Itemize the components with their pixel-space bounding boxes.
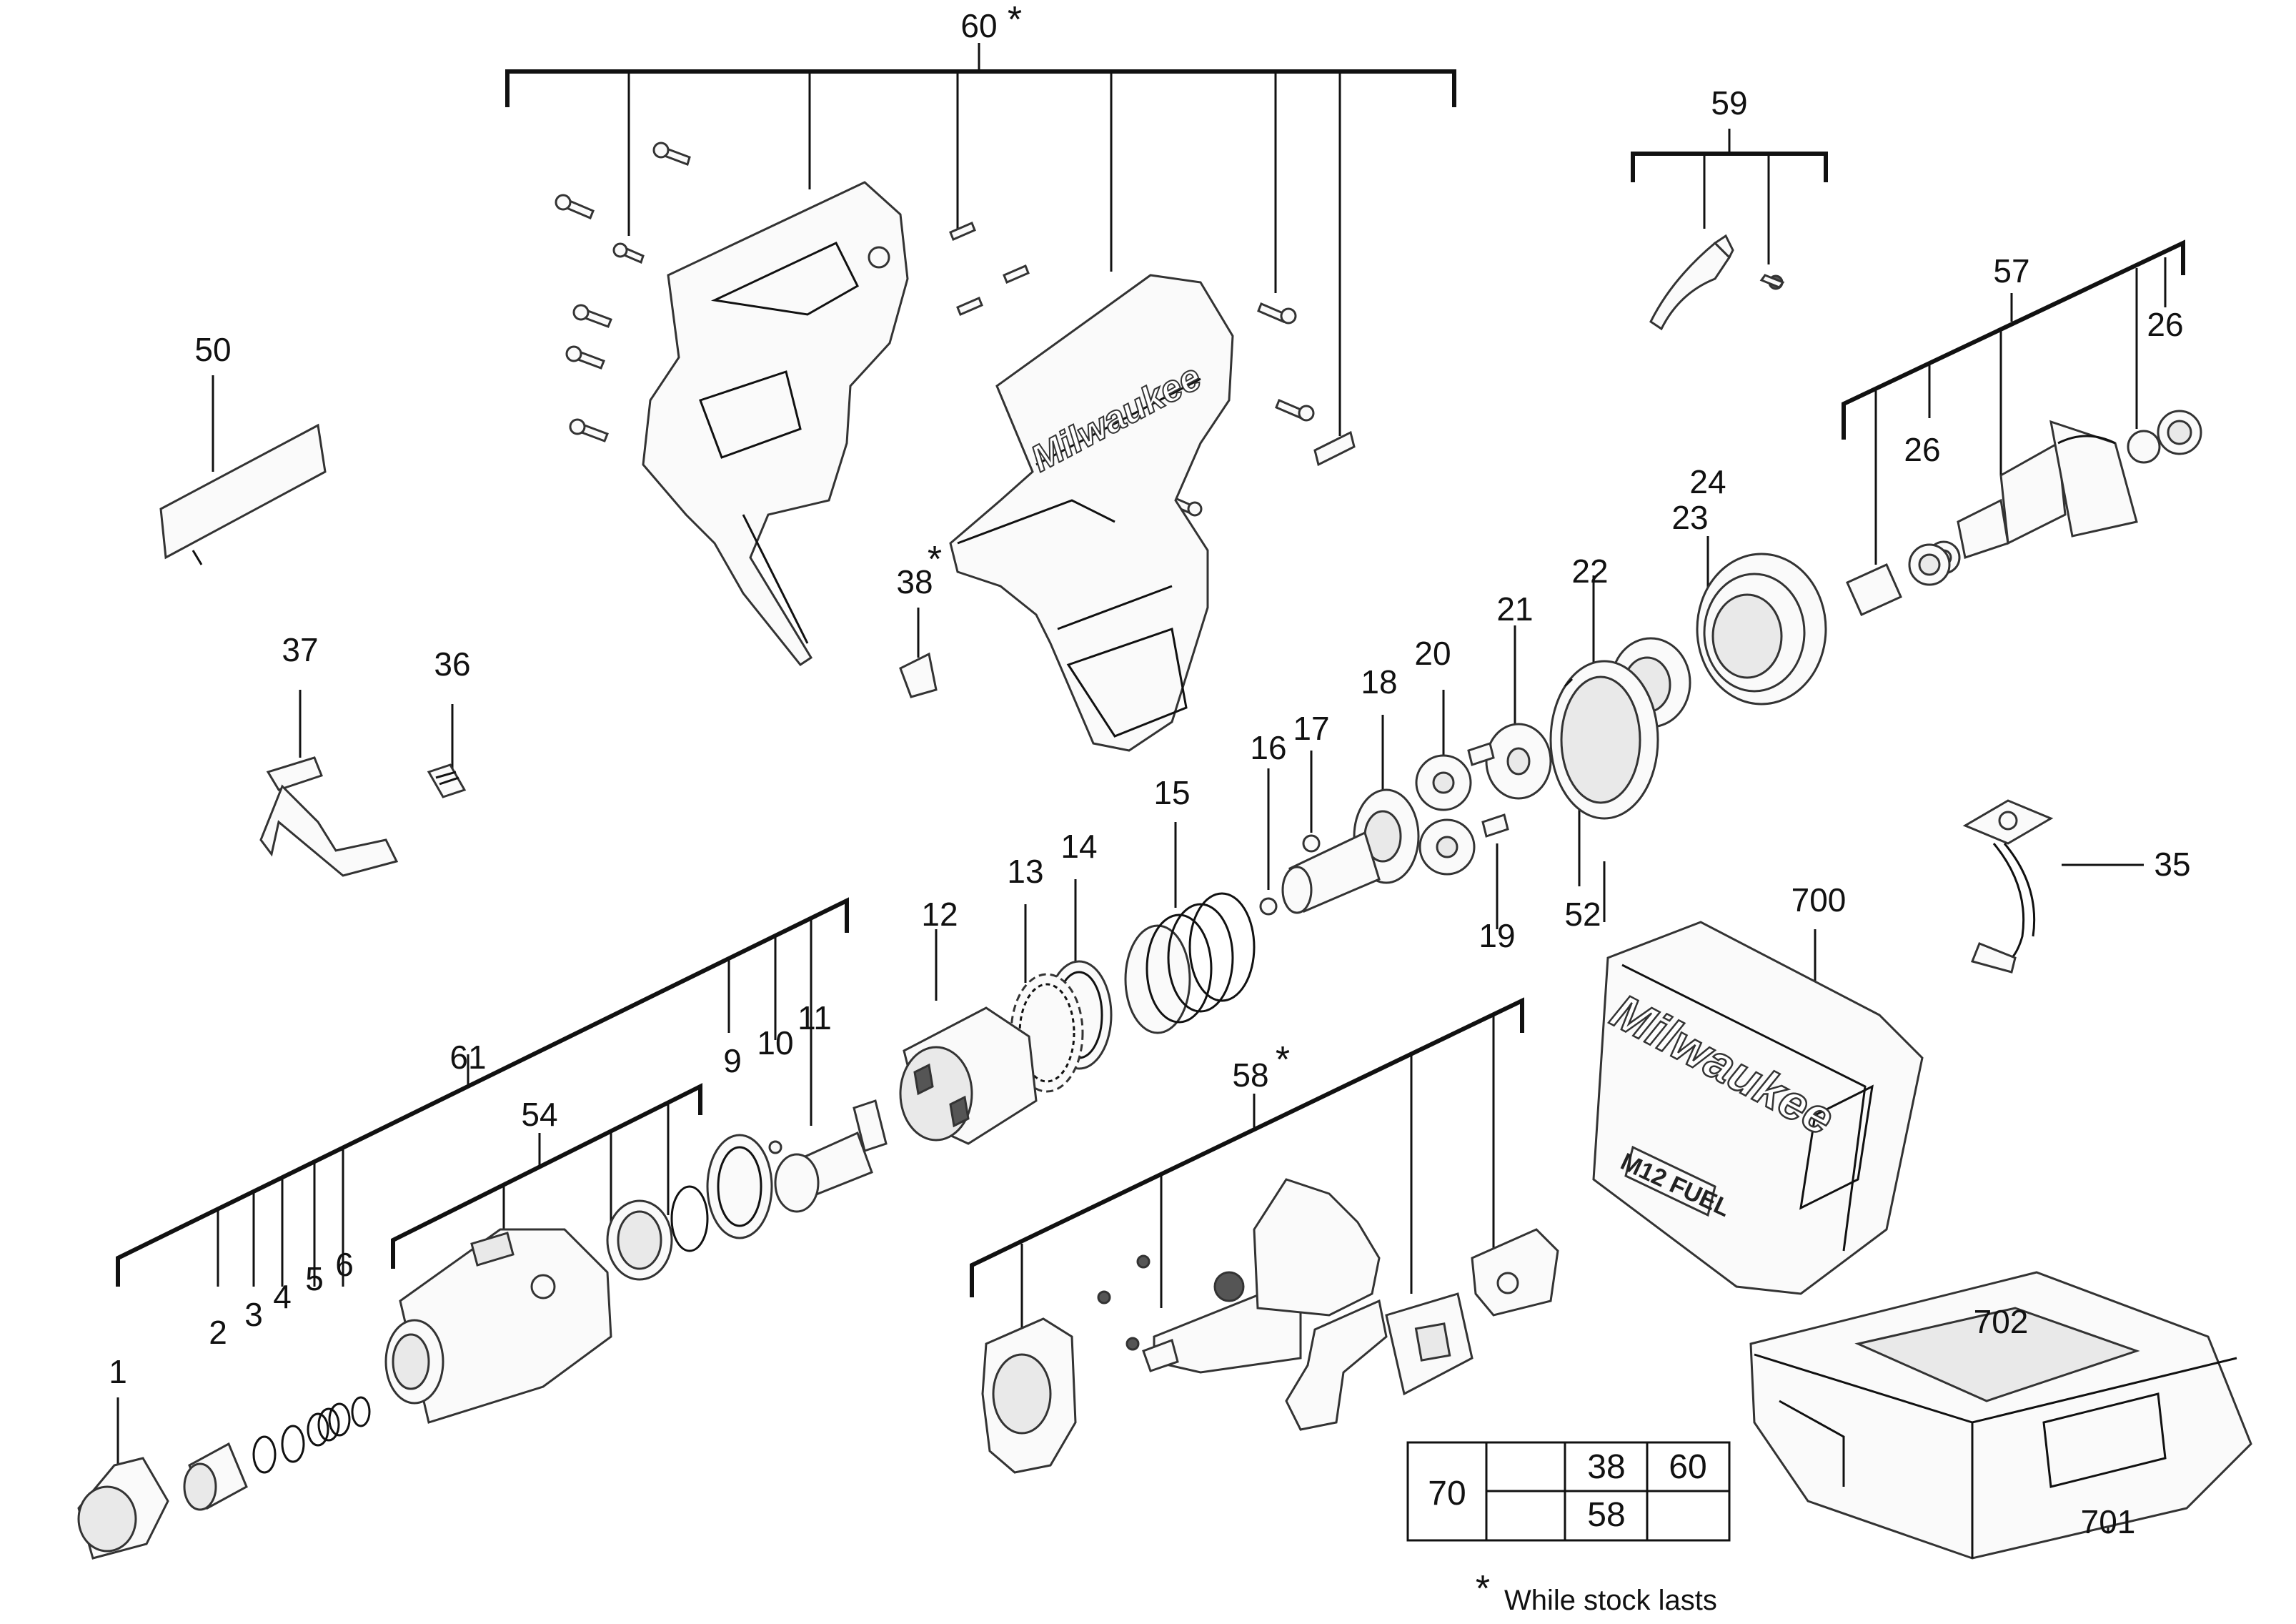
label-24: 24 [1689,463,1726,500]
anvil-11 [774,1099,888,1213]
direction-switch-37 [259,756,399,877]
label-14: 14 [1060,828,1097,865]
label-11: 11 [797,999,832,1036]
ring-4 [281,1425,305,1463]
label-17: 17 [1293,710,1329,747]
housing-left-half [642,181,909,667]
ball-17 [1302,834,1321,853]
armature-57 [1846,410,2202,616]
label-701: 701 [2081,1503,2136,1540]
label-4: 4 [273,1278,292,1315]
kit-cell-58: 58 [1587,1496,1625,1534]
label-61: 61 [449,1039,486,1076]
label-59: 59 [1711,84,1747,122]
footnote: * While stock lasts [1476,1568,1717,1616]
label-12: 12 [921,896,958,933]
label-22: 22 [1571,553,1608,590]
flex-cable-35 [1962,799,2054,974]
ball-16 [1259,897,1278,916]
label-card-50 [159,423,327,560]
label-702: 702 [1974,1303,2029,1340]
label-36: 36 [434,645,470,683]
kit-main: 70 [1428,1475,1466,1512]
label-10: 10 [757,1024,793,1061]
washer-21 [1485,723,1552,800]
bracket-58 [970,997,1524,1380]
switch-36 [427,763,467,798]
label-700: 700 [1791,881,1847,919]
sleeve-2 [183,1442,248,1511]
kit-table-text: 70 38 60 58 [1428,1448,1706,1534]
gear-case-54 [384,1228,612,1424]
label-15: 15 [1153,774,1190,811]
label-23: 23 [1671,499,1708,536]
electronics-58 [981,1178,1559,1474]
kit-table [1406,1441,1731,1542]
label-20: 20 [1414,635,1451,672]
bracket-57 [1842,239,2185,565]
bracket-61 [116,897,849,1287]
label-26b: 26 [1904,431,1940,468]
label-54: 54 [521,1096,557,1133]
spring-15 [1124,892,1256,1034]
label-16: 16 [1250,729,1286,766]
label-18: 18 [1361,663,1397,700]
bracket-60 [505,43,1456,436]
label-19: 19 [1479,917,1515,954]
label-21: 21 [1496,590,1533,628]
label-38 [899,652,938,698]
ball-10 [768,1140,782,1154]
label-38: 38 [896,563,933,600]
label-5: 5 [305,1260,324,1297]
label-13: 13 [1007,853,1043,890]
kit-cell-60: 60 [1669,1448,1706,1486]
label-37: 37 [282,631,318,668]
footnote-star: * [1476,1568,1490,1610]
leader-lines [116,375,2144,1533]
nose-cap-1 [77,1457,169,1560]
housing-screws [555,142,1356,517]
label-1: 1 [109,1353,127,1390]
star-58: * [1276,1039,1290,1081]
storage-case-701 [1749,1271,2252,1560]
spring-5 [307,1402,351,1447]
label-52: 52 [1564,896,1601,933]
label-50: 50 [194,331,231,368]
label-26a: 26 [2147,306,2183,343]
label-2: 2 [209,1314,227,1351]
spindle-18 [1281,788,1420,914]
part-labels: 60 * 59 57 26 26 50 24 23 22 21 20 18 17… [109,0,2190,1540]
kit-cell-38: 38 [1587,1448,1625,1486]
belt-clip-59 [1649,234,1785,331]
label-9: 9 [723,1042,742,1079]
star-60: * [1008,0,1022,41]
label-35: 35 [2154,846,2190,883]
carry-case-700: Milwaukee M12 FUEL [1592,921,1924,1295]
label-3: 3 [244,1296,263,1333]
label-57: 57 [1993,252,2029,289]
bracket-59 [1631,129,1828,264]
ring-3 [252,1435,277,1474]
star-38: * [928,539,942,580]
planet-gears-20 [1415,742,1509,876]
label-6: 6 [335,1246,354,1283]
clip-6 [351,1396,371,1427]
hammer-12 [899,1006,1038,1145]
bracket-54 [391,1083,702,1269]
ring-gear-22 [1549,660,1659,820]
label-60: 60 [960,7,997,44]
housing-right-half: Milwaukee [949,274,1234,752]
label-58: 58 [1232,1056,1268,1094]
retaining-ring [670,1185,709,1252]
footnote-text: While stock lasts [1504,1585,1717,1616]
